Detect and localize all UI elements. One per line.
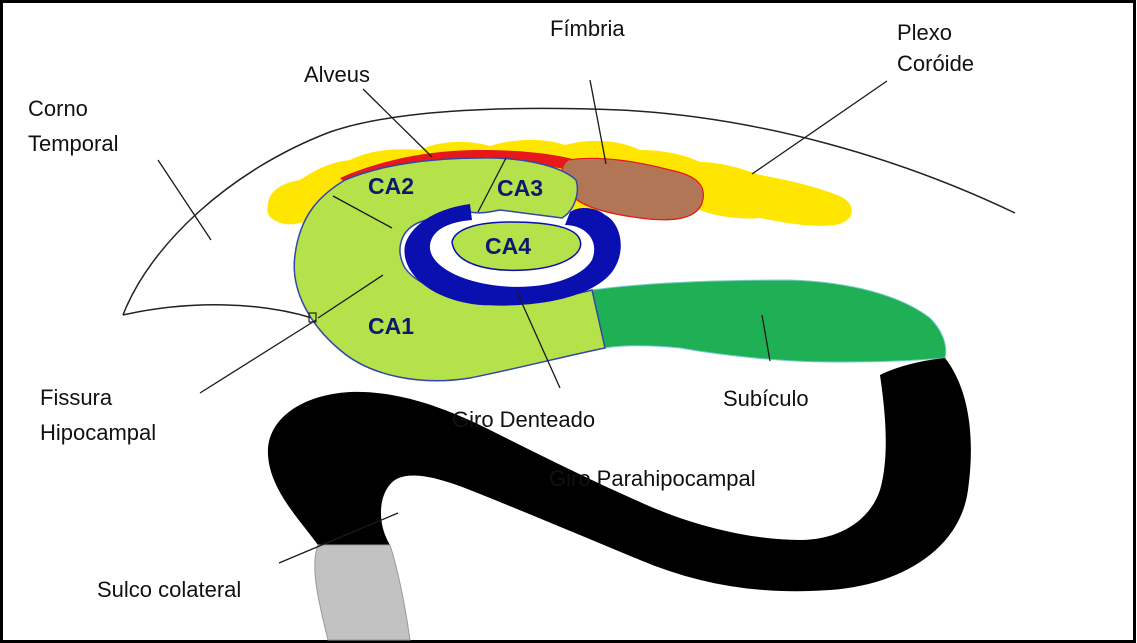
alveus-leader bbox=[363, 89, 432, 157]
fissura-leader bbox=[200, 320, 316, 393]
cornu-ammonis bbox=[294, 158, 605, 381]
plexo-leader bbox=[752, 81, 887, 174]
alveus-label: Alveus bbox=[304, 62, 370, 87]
ca3-label: CA3 bbox=[497, 175, 543, 201]
temporal-horn-floor bbox=[123, 305, 312, 318]
subiculum bbox=[592, 280, 946, 362]
giro-denteado-label: Giro Denteado bbox=[452, 407, 595, 432]
corno-leader bbox=[158, 160, 211, 240]
collateral-sulcus bbox=[315, 545, 410, 640]
corno-label-line1: Corno bbox=[28, 96, 88, 121]
fissura-label-line2: Hipocampal bbox=[40, 420, 156, 445]
subiculo-label: Subículo bbox=[723, 386, 809, 411]
plexo-label-line2: Coróide bbox=[897, 51, 974, 76]
corno-label-line2: Temporal bbox=[28, 131, 118, 156]
sulco-colateral-label: Sulco colateral bbox=[97, 577, 241, 602]
fissura-label-line1: Fissura bbox=[40, 385, 113, 410]
giro-parahipocampal-label: Giro Parahipocampal bbox=[549, 466, 756, 491]
ca2-label: CA2 bbox=[368, 173, 414, 199]
fimbria-label: Fímbria bbox=[550, 16, 625, 41]
ca1-label: CA1 bbox=[368, 313, 414, 339]
plexo-label-line1: Plexo bbox=[897, 20, 952, 45]
ca4-label: CA4 bbox=[485, 233, 531, 259]
